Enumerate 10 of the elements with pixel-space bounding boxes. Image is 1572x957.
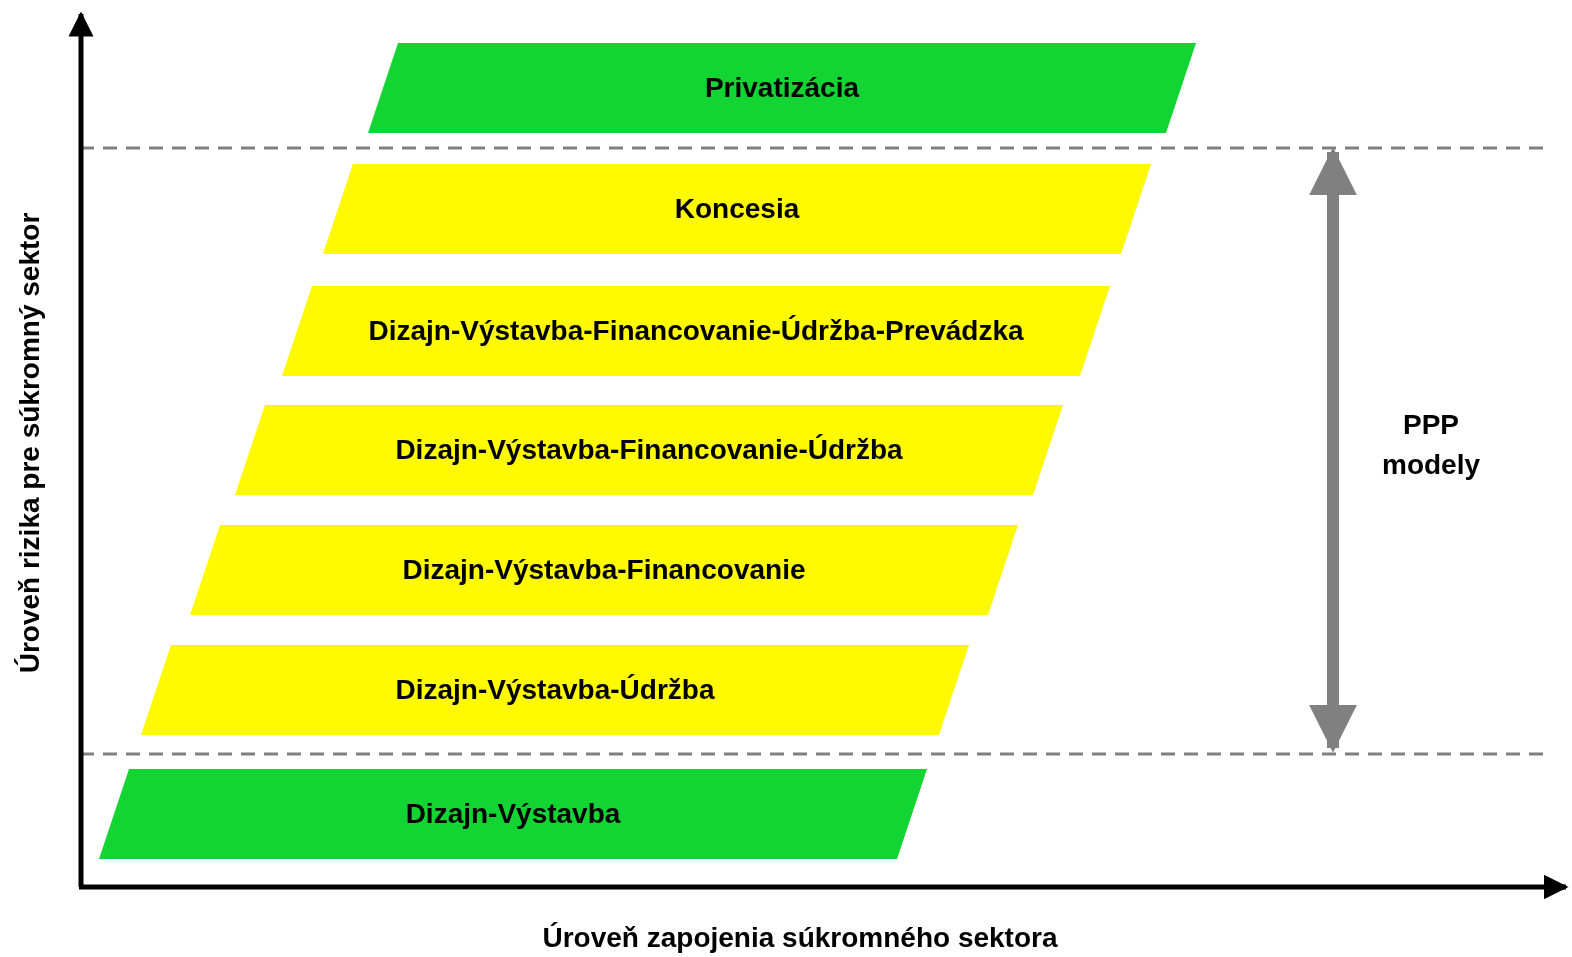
band-label: Dizajn-Výstavba-Financovanie — [402, 554, 806, 586]
band-label: Dizajn-Výstavba-Financovanie-Údržba — [395, 434, 903, 466]
axis-title: Úroveň rizika pre súkromný sektor — [13, 212, 46, 674]
band-label: Dizajn-Výstavba-Financovanie-Údržba-Prevádzka — [368, 315, 1024, 347]
bracket-label: PPP modely — [1381, 408, 1481, 482]
axis-title: Úroveň zapojenia súkromného sektora — [542, 921, 1058, 955]
band-label: Privatizácia — [704, 72, 860, 104]
band-label: Dizajn-Výstavba-Údržba — [395, 674, 715, 706]
band-label: Koncesia — [674, 193, 800, 225]
band-label: Dizajn-Výstavba — [405, 798, 621, 830]
